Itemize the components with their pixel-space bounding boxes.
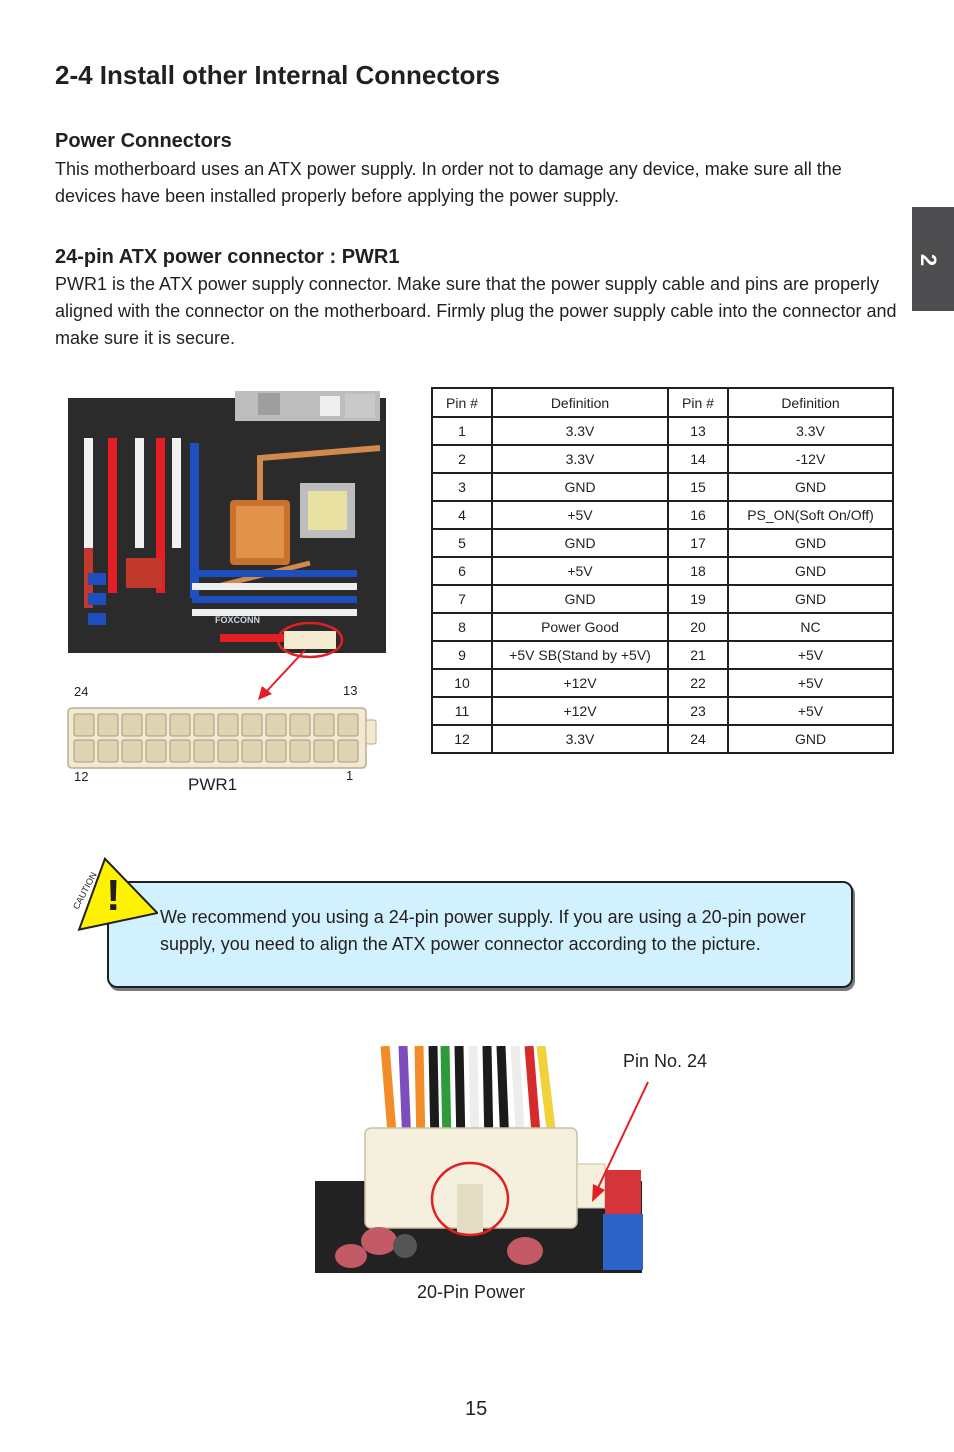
chapter-tab: 2 [912,207,954,311]
power-connectors-heading: Power Connectors [55,130,232,152]
table-cell: 9 [431,640,493,670]
pwr1-on-board [284,631,336,649]
table-cell: 3 [431,472,493,502]
table-cell: 24 [667,724,729,754]
table-cell: GND [727,556,894,586]
caution-icon: ! CAUTION [71,856,158,932]
table-cell: +5V [491,500,669,530]
pin-13-label: 13 [343,683,357,698]
table-cell: 18 [667,556,729,586]
table-cell: Power Good [491,612,669,642]
motherboard-figure: FOXCONN 24 13 12 1 PWR1 [67,391,386,794]
table-cell: 5 [431,528,493,558]
table-cell: +5V [491,556,669,586]
table-cell: GND [727,472,894,502]
table-cell: 12 [431,724,493,754]
table-cell: 10 [431,668,493,698]
pwr1-heading: 24-pin ATX power connector : PWR1 [55,246,400,268]
header-pin: Pin # [431,387,493,418]
table-cell: +12V [491,668,669,698]
page-title: 2-4 Install other Internal Connectors [55,60,500,90]
table-cell: +12V [491,696,669,726]
pin24-highlight-circle [430,1161,510,1237]
table-cell: GND [727,584,894,614]
board-brand: FOXCONN [215,615,260,625]
table-cell: +5V [727,696,894,726]
table-cell: NC [727,612,894,642]
power-connectors-text: This motherboard uses an ATX power suppl… [55,159,842,206]
table-cell: 20 [667,612,729,642]
table-row: 9+5V SB(Stand by +5V)21+5V [431,640,894,670]
caution-text: We recommend you using a 24-pin power su… [160,907,806,954]
header-definition: Definition [491,387,669,418]
table-cell: 11 [431,696,493,726]
table-cell: 8 [431,612,493,642]
table-cell: 4 [431,500,493,530]
twenty-pin-caption: 20-Pin Power [417,1282,526,1302]
table-cell: 7 [431,584,493,614]
pwr1-arrow [264,649,306,694]
table-cell: 6 [431,556,493,586]
table-cell: 2 [431,444,493,474]
table-cell: 1 [431,416,493,446]
table-cell: GND [727,724,894,754]
table-cell: 22 [667,668,729,698]
table-cell: 15 [667,472,729,502]
chapter-number: 2 [916,253,942,267]
twenty-pin-photo [315,1046,643,1273]
table-cell: 23 [667,696,729,726]
table-cell: 3.3V [491,444,669,474]
pin-1-label: 1 [346,768,353,783]
caution-box [107,881,853,988]
pin-24-label: 24 [74,684,88,699]
table-cell: 3.3V [491,416,669,446]
pwr1-text: PWR1 is the ATX power supply connector. … [55,274,897,348]
header-definition: Definition [727,387,894,418]
table-header-row: Pin # Definition Pin # Definition [431,387,894,418]
table-cell: GND [491,528,669,558]
table-cell: 21 [667,640,729,670]
table-cell: 13 [667,416,729,446]
caution-symbol: ! [106,871,121,920]
table-cell: +5V SB(Stand by +5V) [491,640,669,670]
table-cell: 14 [667,444,729,474]
table-cell: GND [491,472,669,502]
table-cell: PS_ON(Soft On/Off) [727,500,894,530]
table-cell: 16 [667,500,729,530]
table-cell: 19 [667,584,729,614]
pin24-arrow [592,1081,649,1202]
table-cell: 3.3V [491,724,669,754]
header-pin: Pin # [667,387,729,418]
table-cell: -12V [727,444,894,474]
table-cell: 17 [667,528,729,558]
table-cell: +5V [727,640,894,670]
pwr1-figure-label: PWR1 [188,775,237,794]
pwr1-highlight-circle [276,621,344,659]
pin24-label: Pin No. 24 [623,1051,708,1071]
table-cell: +5V [727,668,894,698]
table-cell: GND [491,584,669,614]
table-cell: GND [727,528,894,558]
table-cell: 3.3V [727,416,894,446]
pin-12-label: 12 [74,769,88,784]
page-number: 15 [465,1398,488,1420]
